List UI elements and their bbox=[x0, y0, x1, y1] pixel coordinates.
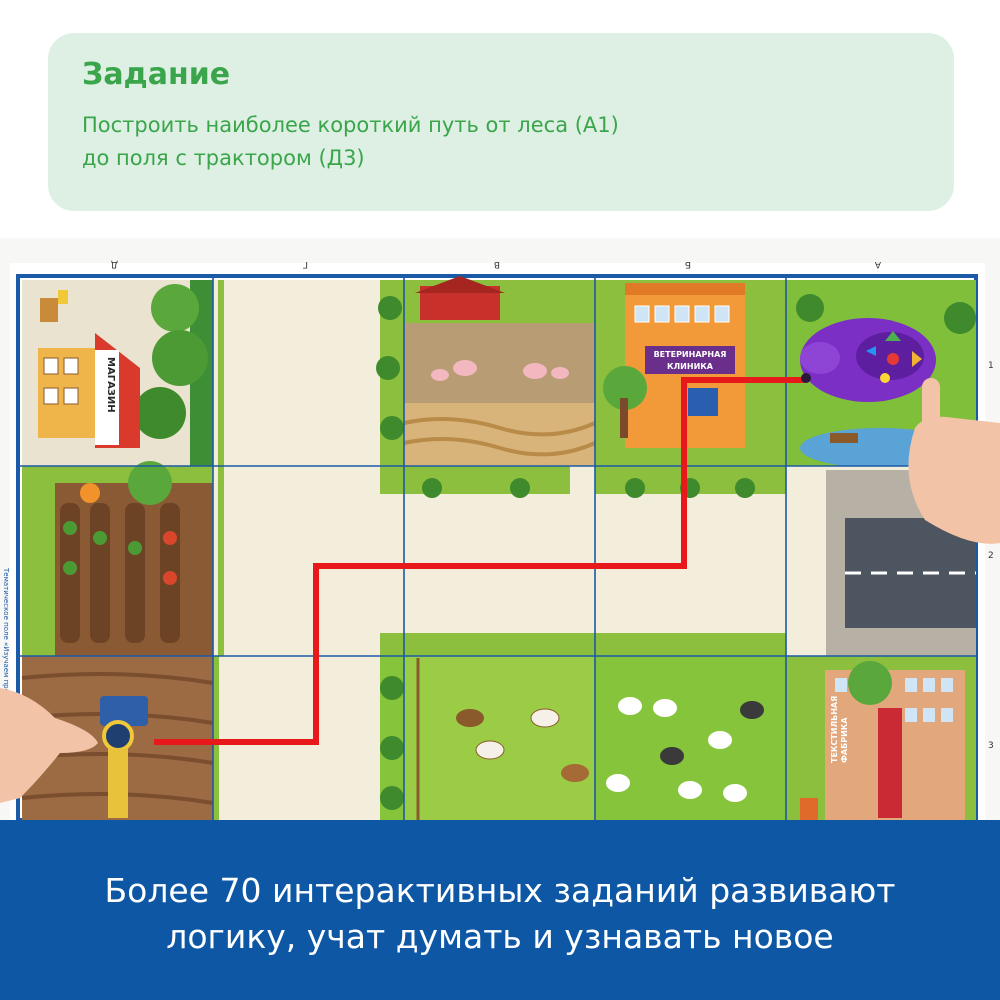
cell-G1-field bbox=[213, 280, 404, 466]
side-caption: Тематическое поле «Изучаем про bbox=[2, 567, 10, 693]
vet-sign-line2: КЛИНИКА bbox=[667, 362, 714, 371]
footer-banner: Более 70 интерактивных заданий развивают… bbox=[0, 820, 1000, 1000]
route-path bbox=[154, 377, 806, 745]
tractor-icon bbox=[100, 696, 148, 726]
task-description: Построить наиболее короткий путь от леса… bbox=[82, 109, 902, 175]
cell-V2-field bbox=[380, 466, 595, 656]
game-board-photo: Д Г В Б А 1 2 3 Тематическое поле «Изуча… bbox=[0, 238, 1000, 822]
task-line-1: Построить наиболее короткий путь от леса… bbox=[82, 113, 619, 137]
mouse-robot-icon bbox=[800, 318, 936, 402]
shop-sign: МАГАЗИН bbox=[105, 357, 116, 413]
grid-lines bbox=[18, 276, 976, 820]
cell-G3-field bbox=[219, 656, 404, 820]
task-line-2: до поля с трактором (Д3) bbox=[82, 146, 365, 170]
cell-G2-field bbox=[213, 466, 404, 656]
hand-left bbox=[0, 688, 98, 803]
task-title: Задание bbox=[82, 57, 231, 92]
cell-B3-sheep-pasture bbox=[595, 633, 786, 820]
column-letter-D: Д bbox=[111, 259, 118, 269]
hand-right bbox=[908, 378, 1000, 544]
footer-text: Более 70 интерактивных заданий развивают… bbox=[0, 868, 1000, 960]
footer-line-2: логику, учат думать и узнавать новое bbox=[166, 917, 834, 956]
cell-V1-pig-farm bbox=[403, 276, 596, 466]
cell-B1-vet-clinic: ВЕТЕРИНАРНАЯ КЛИНИКА bbox=[595, 280, 786, 466]
cell-B2-field bbox=[595, 466, 786, 656]
cell-D2-garden bbox=[22, 461, 213, 656]
row-number-1: 1 bbox=[988, 361, 994, 371]
game-board: Д Г В Б А 1 2 3 Тематическое поле «Изуча… bbox=[0, 238, 1000, 822]
cell-D1-shop: МАГАЗИН bbox=[22, 280, 213, 466]
column-letter-G: Г bbox=[303, 259, 309, 269]
vet-sign-line1: ВЕТЕРИНАРНАЯ bbox=[654, 350, 727, 359]
cell-V3-cow-pasture bbox=[380, 633, 595, 820]
row-number-3: 3 bbox=[988, 741, 994, 751]
factory-sign-line2: ФАБРИКА bbox=[840, 717, 849, 763]
column-letter-V: В bbox=[494, 259, 500, 269]
footer-line-1: Более 70 интерактивных заданий развивают bbox=[104, 871, 896, 910]
task-card: Задание Построить наиболее короткий путь… bbox=[48, 33, 954, 211]
column-letter-B: Б bbox=[685, 259, 691, 269]
row-number-2: 2 bbox=[988, 551, 994, 561]
factory-sign-line1: ТЕКСТИЛЬНАЯ bbox=[830, 696, 839, 763]
cell-A3-textile-factory: ТЕКСТИЛЬНАЯ ФАБРИКА bbox=[786, 656, 976, 820]
column-letter-A: А bbox=[874, 259, 881, 269]
